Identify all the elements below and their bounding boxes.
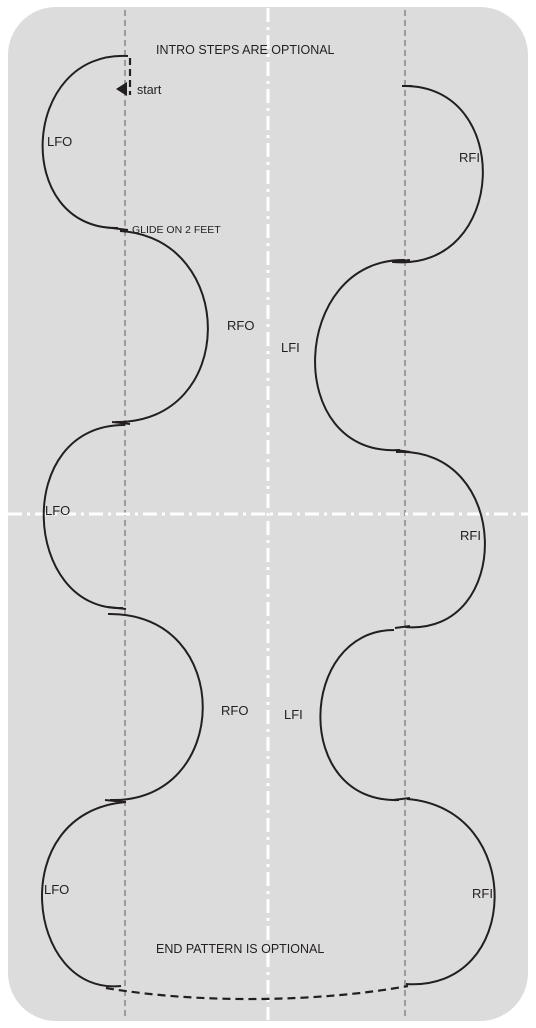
lobe-label-right: RFI	[459, 150, 480, 165]
lobe-1-edge	[41, 54, 129, 230]
lobe-9-edge	[41, 801, 127, 988]
transition-tick	[391, 259, 411, 263]
lobe-label-left: RFO	[227, 318, 254, 333]
lobe-2-edge	[392, 84, 484, 264]
end-note: END PATTERN IS OPTIONAL	[156, 942, 324, 956]
transition-tick	[111, 421, 131, 425]
lobe-label-left: LFO	[45, 503, 70, 518]
intro-note: INTRO STEPS ARE OPTIONAL	[156, 43, 335, 57]
lobe-5-edge	[42, 423, 126, 610]
glide-note: GLIDE ON 2 FEET	[132, 224, 221, 236]
transition-tick	[395, 449, 411, 453]
lobe-3-edge	[114, 230, 209, 424]
end-pattern-dashed-line	[105, 984, 409, 1001]
lobe-label-right: RFI	[460, 528, 481, 543]
transition-tick	[107, 606, 127, 610]
transition-tick	[394, 625, 411, 629]
lobe-label-right: RFI	[472, 886, 493, 901]
lobe-label-right: LFI	[281, 340, 300, 355]
lobe-7-edge	[107, 612, 204, 802]
start-arrow-icon	[116, 82, 127, 96]
lobe-6-edge	[395, 450, 486, 629]
lobe-label-right: LFI	[284, 707, 303, 722]
lobe-label-left: LFO	[47, 134, 72, 149]
lobe-label-left: RFO	[221, 703, 248, 718]
lobe-label-left: LFO	[44, 882, 69, 897]
lobe-8-edge	[319, 629, 400, 802]
transition-tick	[111, 227, 129, 231]
transition-tick	[392, 797, 411, 801]
lobe-4-edge	[314, 258, 406, 452]
lobe-10-edge	[405, 798, 496, 986]
transition-tick	[104, 799, 126, 803]
start-label: start	[137, 83, 162, 97]
